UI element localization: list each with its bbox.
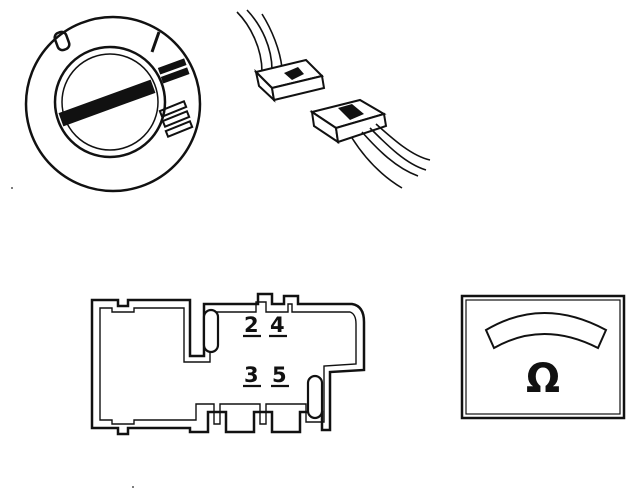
lower-plug	[309, 98, 388, 145]
terminal-label-3: 3	[244, 363, 259, 387]
connector-plugs	[236, 9, 431, 189]
key-slot	[58, 79, 156, 127]
terminal-label-5: 5	[272, 363, 287, 387]
terminal-label-2: 2	[244, 313, 259, 337]
connector-slot-right	[306, 374, 324, 420]
connector-outline	[90, 292, 366, 436]
position-3-marker	[158, 100, 194, 138]
position-2-marker	[157, 58, 190, 84]
upper-plug	[254, 58, 326, 103]
scan-speck	[132, 486, 134, 488]
lower-plug-latch	[338, 104, 364, 120]
lower-wires	[351, 123, 431, 189]
connector-slot-left	[202, 308, 220, 354]
ohmmeter-scale-arc	[484, 312, 608, 350]
terminal-label-4: 4	[270, 313, 285, 337]
connector-face: 2 4 3 5	[90, 292, 366, 436]
ohmmeter: Ω	[460, 294, 626, 420]
position-0-marker	[53, 30, 71, 52]
switch-barrel-inner-ring	[61, 53, 159, 151]
ignition-switch	[24, 15, 202, 193]
upper-wires	[236, 9, 283, 73]
ohm-symbol: Ω	[526, 356, 560, 402]
position-1-marker	[150, 31, 161, 53]
upper-plug-latch	[284, 67, 304, 80]
ohmmeter-frame-inner	[465, 299, 621, 415]
scan-speck	[11, 187, 13, 189]
